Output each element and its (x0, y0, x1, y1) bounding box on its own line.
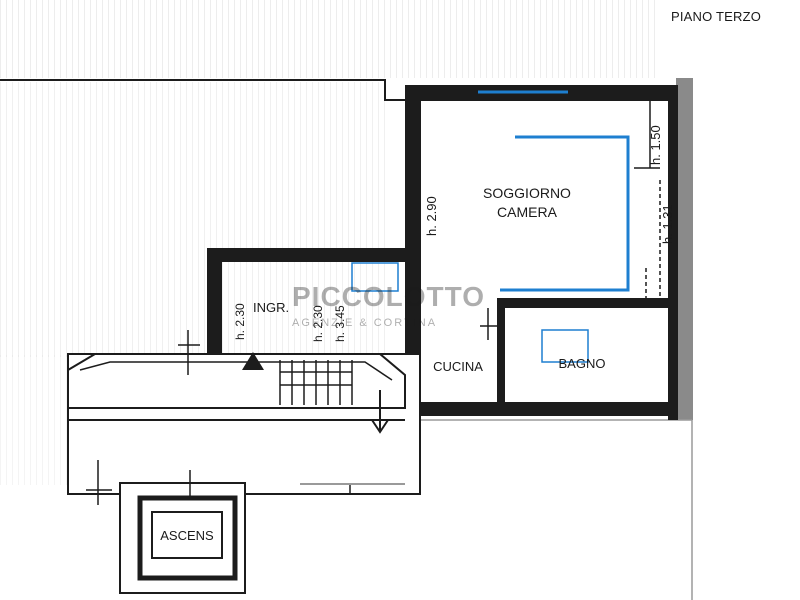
room-label-bagno: BAGNO (559, 356, 606, 371)
elevator (137, 495, 238, 581)
room-label-camera: CAMERA (497, 204, 558, 220)
room-label-ingresso: INGR. (253, 300, 289, 315)
outer-boundary-line (0, 79, 405, 101)
height-label-mansarda-alta: h. 1.50 (648, 125, 663, 165)
staircase (67, 353, 421, 495)
height-label-soggiorno: h. 2.90 (424, 196, 439, 236)
watermark-brand: PICCOLOTTO (292, 281, 485, 312)
watermark: PICCOLOTTO AGENZIE & CORTINA (292, 281, 485, 329)
adjacent-building-hatch (0, 0, 660, 485)
mansard-lines (634, 100, 661, 300)
right-grey-wall (676, 78, 693, 420)
room-label-cucina: CUCINA (433, 359, 483, 374)
room-label-soggiorno: SOGGIORNO (483, 185, 571, 201)
mansard-outline (500, 135, 630, 292)
bagno-fixture (541, 329, 589, 363)
height-label-ingresso-left: h. 2.30 (233, 303, 247, 340)
ingresso-furniture (351, 262, 399, 292)
height-label-ingresso-right: h. 3.45 (333, 305, 347, 342)
watermark-tagline: AGENZIE & CORTINA (292, 317, 437, 329)
room-label-ascensore: ASCENS (160, 528, 214, 543)
height-label-mansarda-bassa: h. 1.31 (660, 204, 675, 244)
entrance-arrow-icon (242, 352, 264, 370)
height-label-ingresso-mid: h. 2.30 (311, 305, 325, 342)
tick-markers (86, 308, 505, 505)
accent-lines (351, 90, 630, 363)
floor-label: PIANO TERZO (671, 9, 762, 24)
